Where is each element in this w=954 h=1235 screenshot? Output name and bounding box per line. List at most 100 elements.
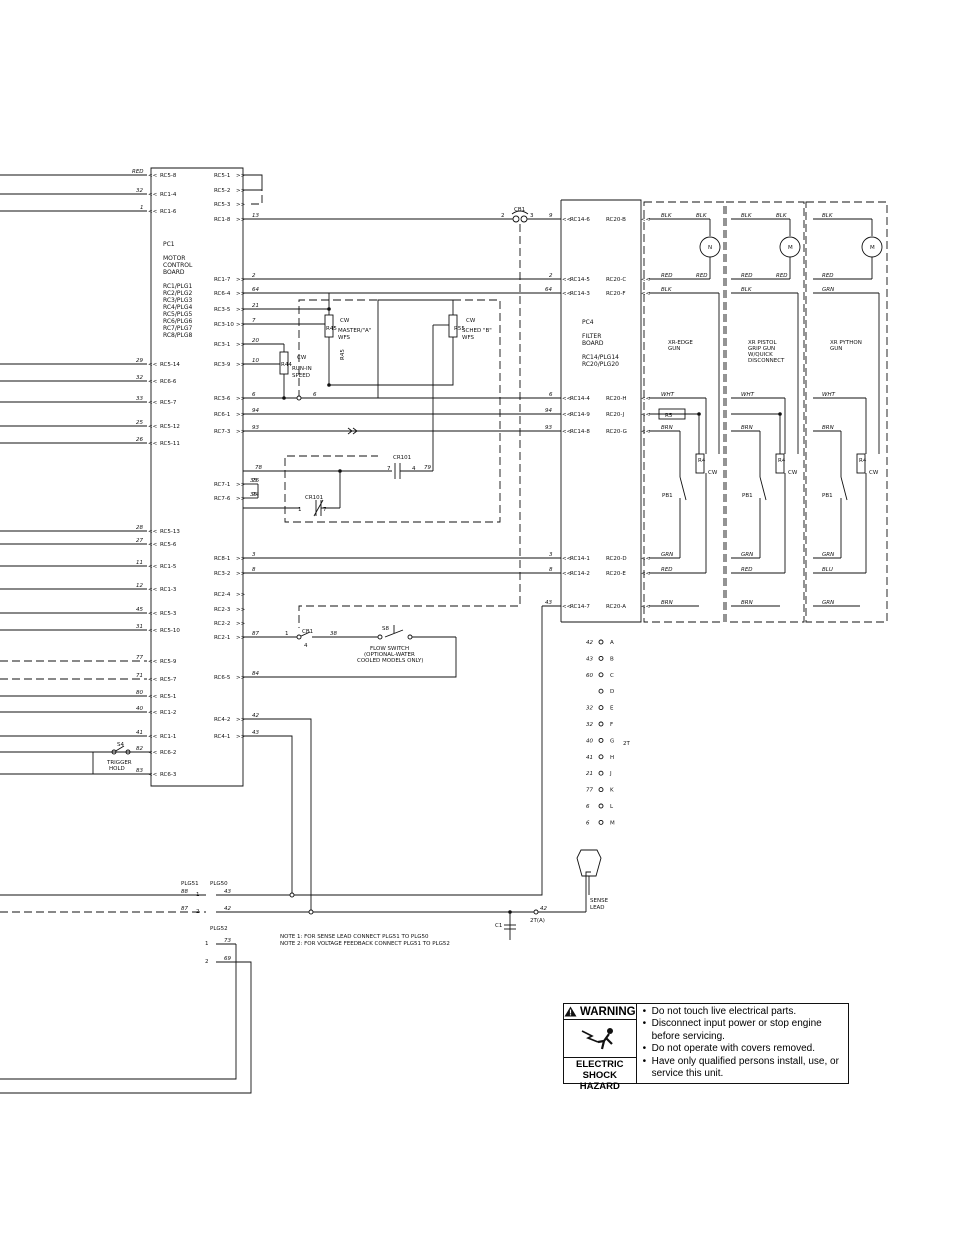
terminal-letter: C xyxy=(610,673,614,679)
pc1-line: MOTOR xyxy=(163,255,185,262)
r45-label: WFS xyxy=(338,335,351,341)
s4-line: TRIGGER xyxy=(106,760,132,766)
terminal-post xyxy=(598,721,604,727)
right-wire-label: 42 xyxy=(252,713,259,719)
electric-shock-warning-label: WARNING ELECTRIC SHOCK HAZARD Do not tou… xyxy=(563,1003,849,1092)
left-wire-label: 32 xyxy=(136,188,143,194)
pc1-plug: RC7/PLG7 xyxy=(163,325,193,332)
pc4-left-pin: RC14-1 xyxy=(570,556,590,562)
pc1-plug: RC6/PLG6 xyxy=(163,318,193,325)
right-wire-label: 64 xyxy=(252,287,259,293)
left-pin-label: RC1-2 xyxy=(160,710,176,716)
right-wire-label: 8 xyxy=(252,567,256,573)
left-pin-label: RC1-6 xyxy=(160,209,177,215)
terminal-letter: J xyxy=(609,771,612,777)
gun-name-line: XR PYTHON xyxy=(830,340,862,346)
gun-box-python xyxy=(805,201,888,623)
pc4-left-pin: RC14-5 xyxy=(570,277,590,283)
warning-triangle-icon xyxy=(564,1006,577,1017)
left-pin-label: RC5-14 xyxy=(160,362,180,368)
terminal-post xyxy=(598,672,604,678)
pot-label: R4 xyxy=(778,458,786,464)
terminal-wire: 32 xyxy=(586,706,593,712)
pc4-right-pin: RC20-A xyxy=(606,604,626,610)
r44-cw: CW xyxy=(297,355,307,361)
gun-wire-label: BRN xyxy=(822,425,834,431)
terminal-post xyxy=(598,688,604,694)
right-pin-label: RC5-1 xyxy=(214,173,230,179)
note-line: NOTE 2: FOR VOLTAGE FEEDBACK CONNECT PLG… xyxy=(280,941,450,947)
terminal-wire: 21 xyxy=(586,771,593,777)
terminal-post xyxy=(598,655,604,661)
left-wire-label: 29 xyxy=(136,358,143,364)
terminal-wire: 6 xyxy=(586,804,590,810)
s4-label: S4 xyxy=(117,742,124,748)
gun-wire-label: BLU xyxy=(822,567,833,573)
pin-arrow: >> xyxy=(236,362,246,368)
pc4-wire-label: 9 xyxy=(549,213,553,219)
pin-arrow: >> xyxy=(236,496,246,502)
terminal-letter: D xyxy=(610,689,614,695)
right-wire-label: 43 xyxy=(252,730,259,736)
pin-arrow: << xyxy=(148,564,158,570)
gun-name-line: XR-EDGE xyxy=(668,340,693,346)
pin-arrow: >> xyxy=(236,217,246,223)
pc1-plug: RC2/PLG2 xyxy=(163,290,193,297)
pc4-wire-label: 6 xyxy=(549,392,553,398)
terminal-letter: M xyxy=(610,820,615,826)
s8-line: (OPTIONAL-WATER xyxy=(364,652,415,658)
r45-id-2: R45 xyxy=(326,326,337,332)
gun-wire-label: RED xyxy=(741,273,753,279)
pin-arrow: >> xyxy=(236,307,246,313)
pc1-board-outline xyxy=(150,167,244,787)
extra-wire-labels: 35 36 78 6 79 38 xyxy=(250,392,431,637)
left-wire-label: 83 xyxy=(136,768,143,774)
plg-wire: 43 xyxy=(224,889,231,895)
pc1-line: CONTROL xyxy=(163,262,193,269)
warning-left-panel: WARNING ELECTRIC SHOCK HAZARD xyxy=(564,1004,637,1092)
motor-label: M xyxy=(788,245,793,251)
right-wire-label: 7 xyxy=(252,318,256,324)
pc4-right-pin: RC20-H xyxy=(606,396,627,402)
t2-wire: 42 xyxy=(540,906,547,912)
pc4-wire-label: 2 xyxy=(549,273,553,279)
pc4-board-outline xyxy=(561,199,642,623)
right-pin-label: RC3-10 xyxy=(214,322,234,328)
right-pin-label: RC6-5 xyxy=(214,675,231,681)
plg-wire: 69 xyxy=(224,956,231,962)
gun-wire-label: RED xyxy=(741,567,753,573)
c1-label: C1 xyxy=(495,923,502,929)
left-pin-label: RC1-4 xyxy=(160,192,177,198)
plg50-label: PLG50 xyxy=(210,881,228,887)
pin-arrow: << xyxy=(148,209,158,215)
pc4-right-pin: RC20-E xyxy=(606,571,626,577)
terminal-wire: 6 xyxy=(586,820,590,826)
pc1-plug: RC4/PLG4 xyxy=(163,304,193,311)
left-wire-label: 82 xyxy=(136,746,143,752)
right-pin-label: RC6-1 xyxy=(214,412,230,418)
cb1-top-n1: 2 xyxy=(501,213,505,219)
right-pin-label: RC5-3 xyxy=(214,202,231,208)
pot-cw-label: CW xyxy=(788,470,798,476)
pin-arrow: << xyxy=(148,529,158,535)
right-pin-label: RC8-1 xyxy=(214,556,230,562)
pin-arrow: << xyxy=(641,571,651,577)
gun-wire-label: GRN xyxy=(822,552,834,558)
left-wire-label: 40 xyxy=(136,706,143,712)
cb1-bottom-n1: 1 xyxy=(285,631,289,637)
right-pin-label: RC7-6 xyxy=(214,496,231,502)
gun-wire-label: BRN xyxy=(741,600,753,606)
left-wire-label: 41 xyxy=(136,730,143,736)
cr101b-label: CR101 xyxy=(305,495,323,501)
terminal-wire: 60 xyxy=(586,673,593,679)
cb1-bottom-n2: 4 xyxy=(304,643,308,649)
right-wire-label: 3 xyxy=(252,552,256,558)
pin-arrow: << xyxy=(148,379,158,385)
left-wire-label: 80 xyxy=(136,690,143,696)
warning-caption: ELECTRIC SHOCK HAZARD xyxy=(564,1058,636,1092)
left-pin-label: RC5-6 xyxy=(160,542,177,548)
left-pin-label: RC1-3 xyxy=(160,587,177,593)
gun-wire-label: WHT xyxy=(661,392,675,398)
cr101a-label: CR101 xyxy=(393,455,411,461)
